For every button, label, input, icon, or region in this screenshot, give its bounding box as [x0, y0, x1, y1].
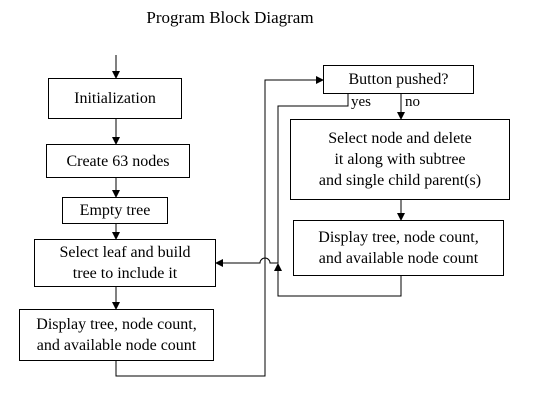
select-leaf-box: Select leaf and build tree to include it: [34, 239, 216, 287]
display-left-box: Display tree, node count, and available …: [19, 309, 214, 361]
empty-tree-box: Empty tree: [62, 197, 168, 224]
yes-label: yes: [351, 94, 371, 110]
display-right-box: Display tree, node count, and available …: [293, 220, 504, 276]
initialization-box: Initialization: [48, 78, 182, 119]
diagram-title: Program Block Diagram: [146, 8, 314, 27]
select-delete-box: Select node and delete it along with sub…: [290, 119, 510, 200]
no-label: no: [405, 94, 420, 110]
arrow-yes-to-select-leaf: [215, 94, 349, 267]
arrow-display-return: [274, 263, 402, 297]
create-nodes-box: Create 63 nodes: [46, 144, 190, 178]
arrow-display-to-button: [115, 76, 324, 377]
button-pushed-box: Button pushed?: [323, 65, 474, 94]
